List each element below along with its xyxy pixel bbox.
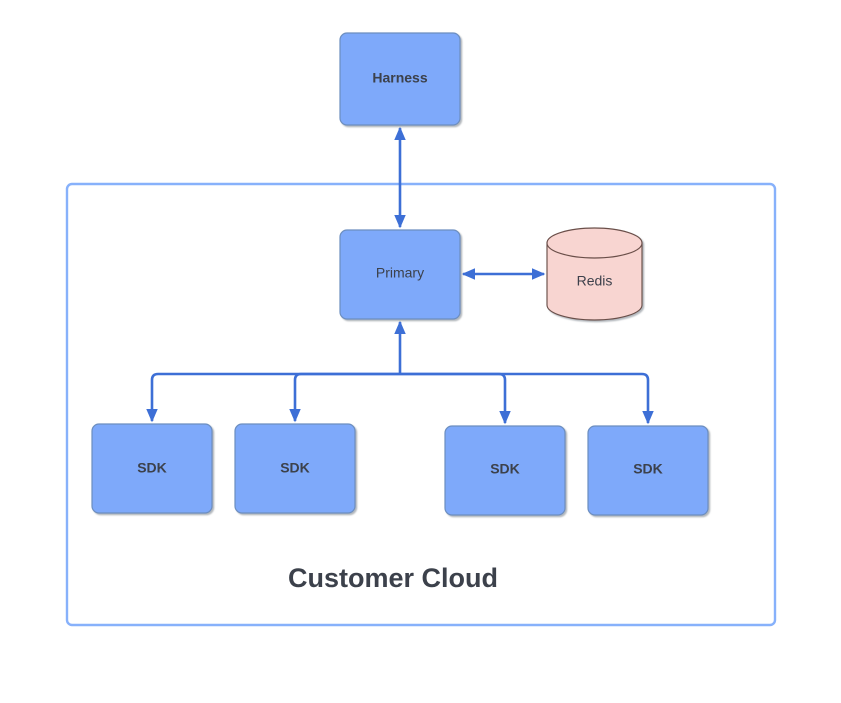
node-primary-shape bbox=[339, 229, 461, 320]
node-sdk-2-label: SDK bbox=[280, 460, 310, 476]
node-primary-label: Primary bbox=[376, 265, 424, 281]
node-sdk-1-shape bbox=[91, 423, 213, 514]
connector-bus-sdk-4 bbox=[400, 372, 654, 425]
connector-layer bbox=[146, 126, 654, 425]
node-redis-top-ellipse bbox=[546, 227, 643, 259]
node-harness-label: Harness bbox=[372, 70, 427, 86]
node-sdk-4[interactable]: SDK bbox=[587, 425, 709, 516]
connector-bus-sdk-1 bbox=[146, 372, 400, 423]
node-primary[interactable]: Primary bbox=[339, 229, 461, 320]
group-customer-cloud-title: Customer Cloud bbox=[288, 563, 498, 593]
node-sdk-2[interactable]: SDK bbox=[234, 423, 356, 514]
connector-bus-sdk-2 bbox=[289, 372, 400, 423]
node-sdk-3[interactable]: SDK bbox=[444, 425, 566, 516]
node-redis-label: Redis bbox=[577, 273, 613, 289]
node-redis-body bbox=[546, 242, 643, 321]
node-sdk-1-label: SDK bbox=[137, 460, 167, 476]
node-sdk-2-shape bbox=[234, 423, 356, 514]
node-sdk-3-label: SDK bbox=[490, 461, 520, 477]
node-harness[interactable]: Harness bbox=[339, 32, 461, 126]
node-sdk-4-label: SDK bbox=[633, 461, 663, 477]
node-harness-shape bbox=[339, 32, 461, 126]
node-sdk-3-shape bbox=[444, 425, 566, 516]
node-sdk-1[interactable]: SDK bbox=[91, 423, 213, 514]
node-sdk-4-shape bbox=[587, 425, 709, 516]
node-redis[interactable]: Redis bbox=[546, 227, 643, 321]
